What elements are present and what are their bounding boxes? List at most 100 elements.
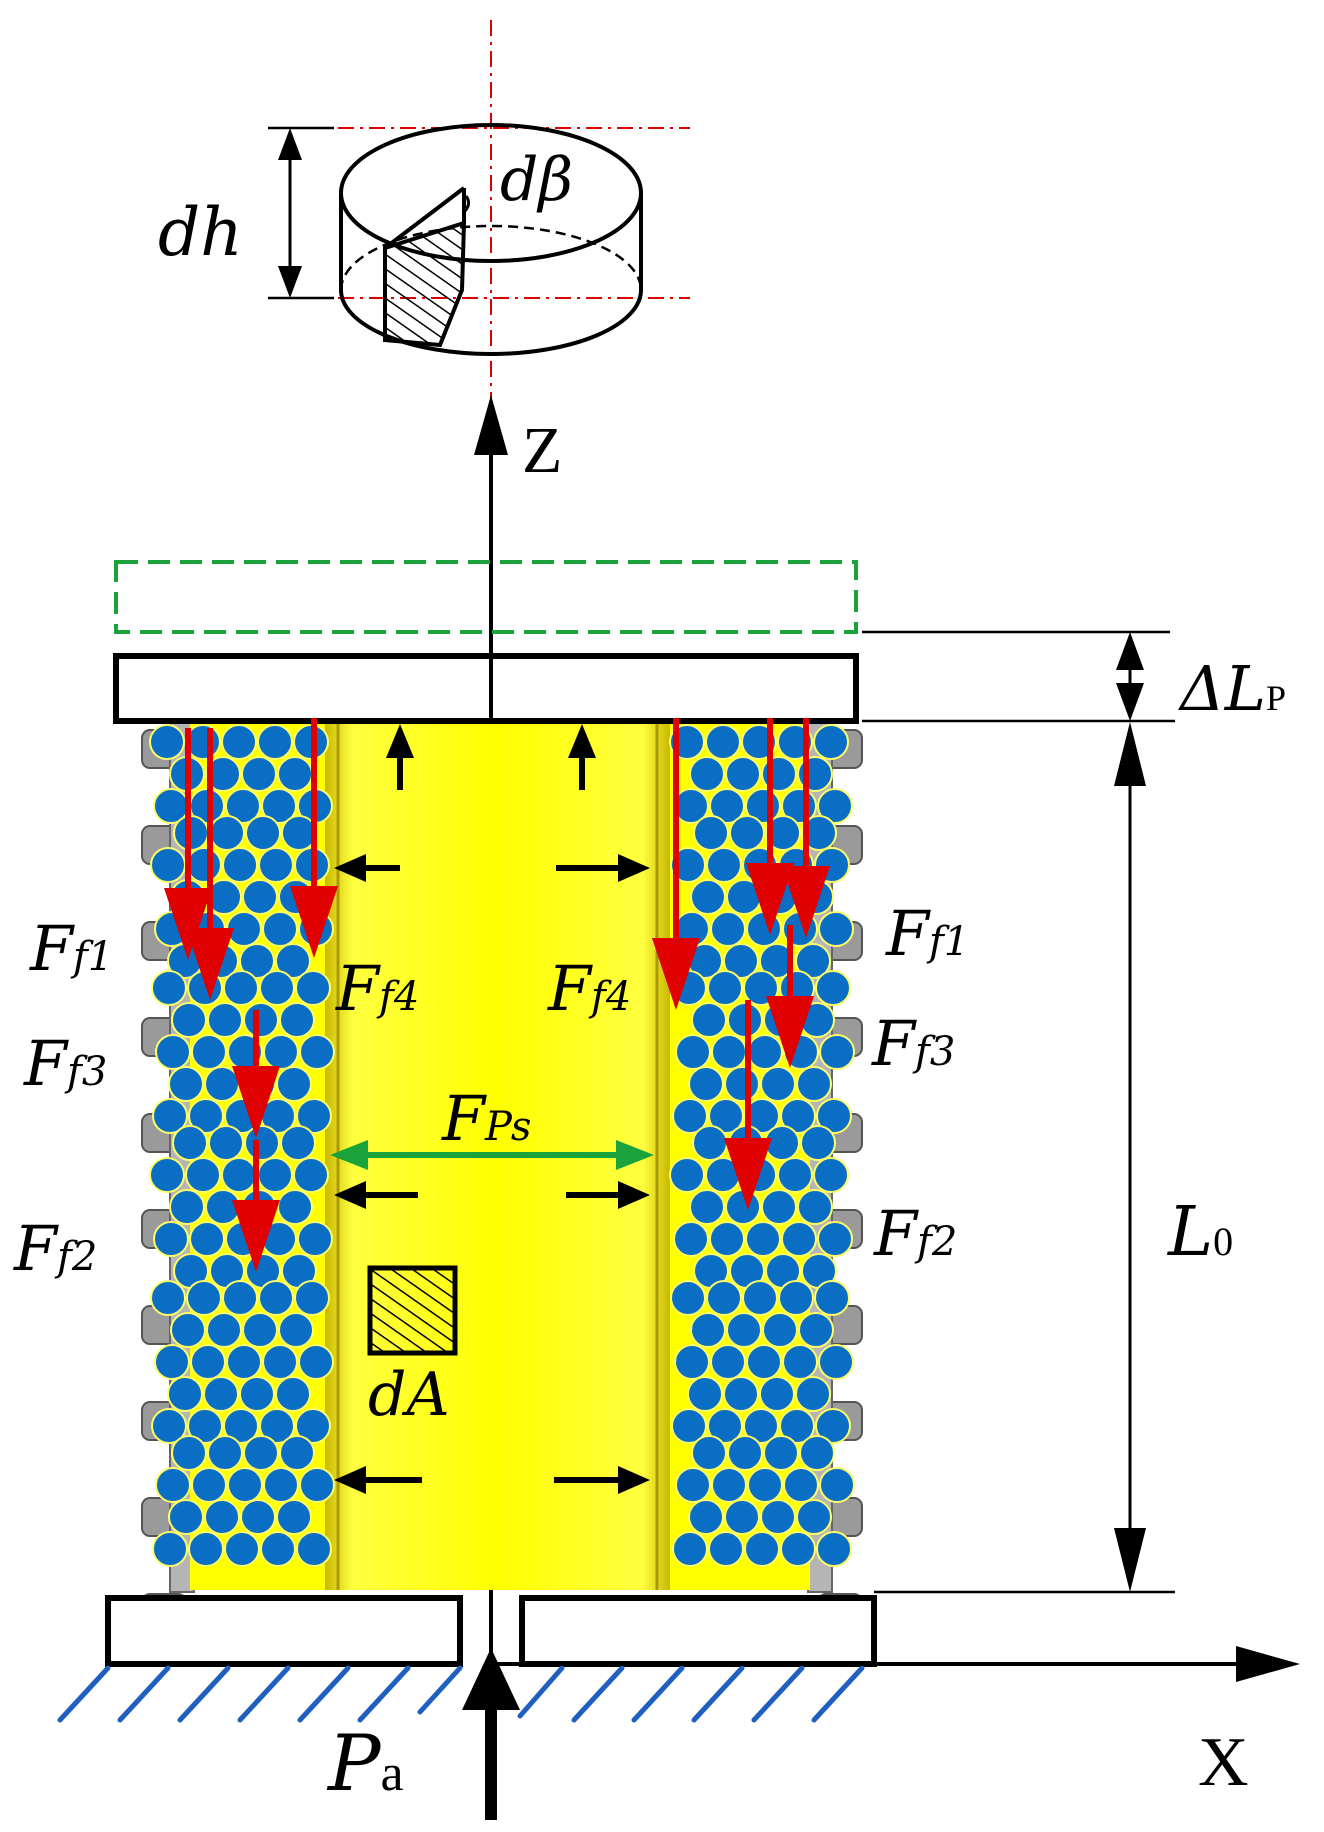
particle (223, 1408, 259, 1444)
particle (296, 1098, 332, 1134)
particle (743, 1408, 779, 1444)
particle (222, 847, 258, 883)
friction-arrow-head (724, 1138, 772, 1210)
delta-l-dimension (862, 630, 1175, 1594)
particle (277, 1189, 313, 1225)
particle (185, 724, 221, 760)
particle (242, 879, 278, 915)
da-label: dA (368, 1360, 450, 1430)
dbeta-label: dβ (500, 145, 573, 215)
particle (783, 1467, 819, 1503)
fps-double-arrow (330, 1140, 654, 1170)
particle (189, 1221, 225, 1257)
particle (690, 1312, 726, 1348)
particle (674, 1344, 710, 1380)
friction-arrow-head (164, 888, 212, 960)
particle (669, 1157, 705, 1193)
particle (190, 1344, 226, 1380)
particle (707, 1408, 743, 1444)
particle (208, 1125, 244, 1161)
particle (276, 1066, 312, 1102)
particle (724, 1066, 760, 1102)
ff2-right-label: Ff2 (873, 1197, 957, 1270)
particle (150, 847, 186, 883)
particle (187, 1408, 223, 1444)
particle (760, 1499, 796, 1535)
particle (747, 1467, 783, 1503)
particle (295, 970, 331, 1006)
particle (813, 1157, 849, 1193)
particle (222, 1280, 258, 1316)
particle (149, 1157, 185, 1193)
particle (709, 1221, 745, 1257)
particle (690, 879, 726, 915)
particle (151, 970, 187, 1006)
particle (154, 1344, 190, 1380)
particle (710, 1344, 746, 1380)
particle (185, 1157, 221, 1193)
particle (153, 1221, 189, 1257)
particle (168, 1499, 204, 1535)
particle (796, 1066, 832, 1102)
particle (276, 1499, 312, 1535)
granular-particles (149, 724, 855, 1567)
friction-arrow-head (232, 1200, 280, 1272)
particle (299, 1467, 335, 1503)
particle (298, 1344, 334, 1380)
particle (258, 847, 294, 883)
particle (780, 1098, 816, 1134)
particle (296, 1531, 332, 1567)
particle (258, 1280, 294, 1316)
particle (205, 756, 241, 792)
particle (221, 724, 257, 760)
particle (191, 1034, 227, 1070)
particle (688, 1066, 724, 1102)
particle (761, 1189, 797, 1225)
friction-arrow-head (782, 866, 830, 938)
particle (711, 1467, 747, 1503)
particle (729, 815, 765, 851)
particle (687, 1376, 723, 1412)
particle (816, 1531, 852, 1567)
particle (243, 1002, 279, 1038)
particle (170, 1312, 206, 1348)
particle (261, 788, 297, 824)
particle (816, 1098, 852, 1134)
particle (275, 943, 311, 979)
ff2-left-label: Ff2 (13, 1212, 97, 1285)
particle (149, 724, 185, 760)
particle (221, 1157, 257, 1193)
area-element (367, 1265, 458, 1356)
particle (293, 1157, 329, 1193)
particle (762, 1312, 798, 1348)
particle (171, 1435, 207, 1471)
ff4-left-label: Ff4 (335, 952, 419, 1025)
particle (188, 1531, 224, 1567)
particle (797, 1189, 833, 1225)
particle (225, 788, 261, 824)
particle (245, 815, 281, 851)
particle (675, 1034, 711, 1070)
particle (204, 1066, 240, 1102)
particle (817, 1221, 853, 1257)
particle (207, 1002, 243, 1038)
x-axis-label: X (1198, 1724, 1249, 1801)
particle (206, 1312, 242, 1348)
particle (191, 1467, 227, 1503)
particle (155, 1034, 191, 1070)
particle (260, 1531, 296, 1567)
particle (689, 756, 725, 792)
particle (275, 1376, 311, 1412)
particle (204, 1499, 240, 1535)
particle (240, 1499, 276, 1535)
friction-force-arrows (164, 718, 830, 1272)
particle (778, 1280, 814, 1316)
particle (203, 1376, 239, 1412)
particle (691, 1002, 727, 1038)
particle (152, 1531, 188, 1567)
particle (819, 1467, 855, 1503)
particle (295, 1408, 331, 1444)
particle (723, 943, 759, 979)
particle (257, 1157, 293, 1193)
particle (262, 1344, 298, 1380)
